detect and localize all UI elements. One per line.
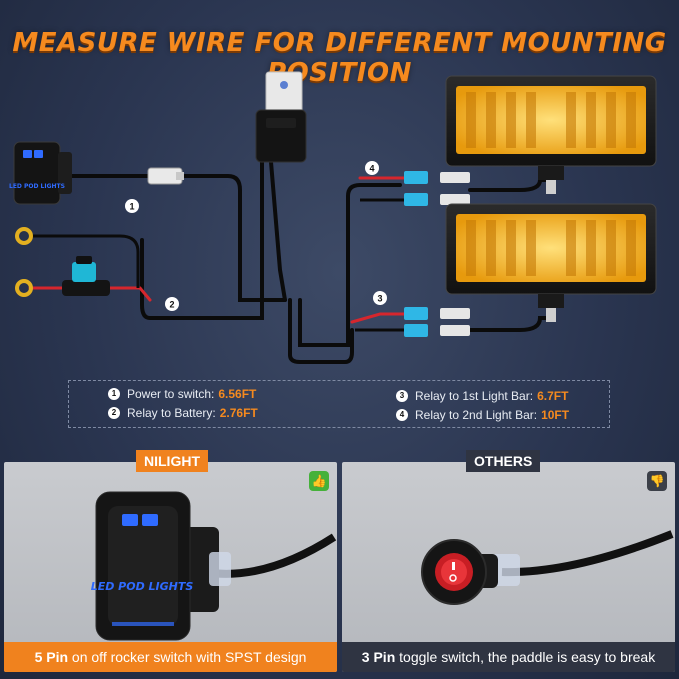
spec-relay-to-2nd-bar: 4 Relay to 2nd Light Bar: 10FT <box>396 408 569 422</box>
thumbs-up-icon: 👍 <box>309 471 329 491</box>
nilight-caption: 5 Pin on off rocker switch with SPST des… <box>4 642 337 672</box>
others-caption: 3 Pin toggle switch, the paddle is easy … <box>342 642 675 672</box>
ring-terminals <box>15 227 33 297</box>
red-wires <box>28 176 407 324</box>
light-bar-top <box>445 75 657 194</box>
rocker-switch: LED POD LIGHTS <box>9 141 72 205</box>
svg-text:1: 1 <box>129 202 134 212</box>
spec-relay-to-1st-bar: 3 Relay to 1st Light Bar: 6.7FT <box>396 389 568 403</box>
wire-harness <box>68 148 554 364</box>
light-bar-bottom <box>445 203 657 322</box>
headline: MEASURE WIRE FOR DIFFERENT MOUNTING POSI… <box>12 28 667 88</box>
nilight-tag: NILIGHT <box>136 450 208 472</box>
others-tag: OTHERS <box>466 450 541 472</box>
others-panel: 👎 3 Pin toggle switch, the paddle is eas… <box>342 462 675 672</box>
svg-text:4: 4 <box>369 164 374 174</box>
toggle-switch-photo <box>421 530 674 605</box>
svg-text:2: 2 <box>169 300 174 310</box>
switch-label: LED POD LIGHTS <box>91 580 194 593</box>
switch-label: LED POD LIGHTS <box>9 183 65 190</box>
marker-3: 3 <box>373 291 387 305</box>
relay <box>255 71 307 163</box>
rocker-switch-photo: LED POD LIGHTS <box>91 491 337 641</box>
marker-2: 2 <box>165 297 179 311</box>
nilight-panel: LED POD LIGHTS 👍 5 Pin on off rocker swi… <box>4 462 337 672</box>
spade-connectors <box>404 171 470 337</box>
svg-text:3: 3 <box>377 294 382 304</box>
fuse-holder <box>62 256 110 296</box>
thumbs-down-icon: 👎 <box>647 471 667 491</box>
marker-1: 1 <box>125 199 139 213</box>
spec-relay-to-battery: 2 Relay to Battery: 2.76FT <box>108 406 258 420</box>
marker-4: 4 <box>365 161 379 175</box>
wire-length-specs <box>68 380 610 428</box>
wiring-diagram: LED POD LIGHTS <box>9 71 657 364</box>
spec-power-to-switch: 1 Power to switch: 6.56FT <box>108 387 256 401</box>
inline-connector <box>147 167 184 185</box>
